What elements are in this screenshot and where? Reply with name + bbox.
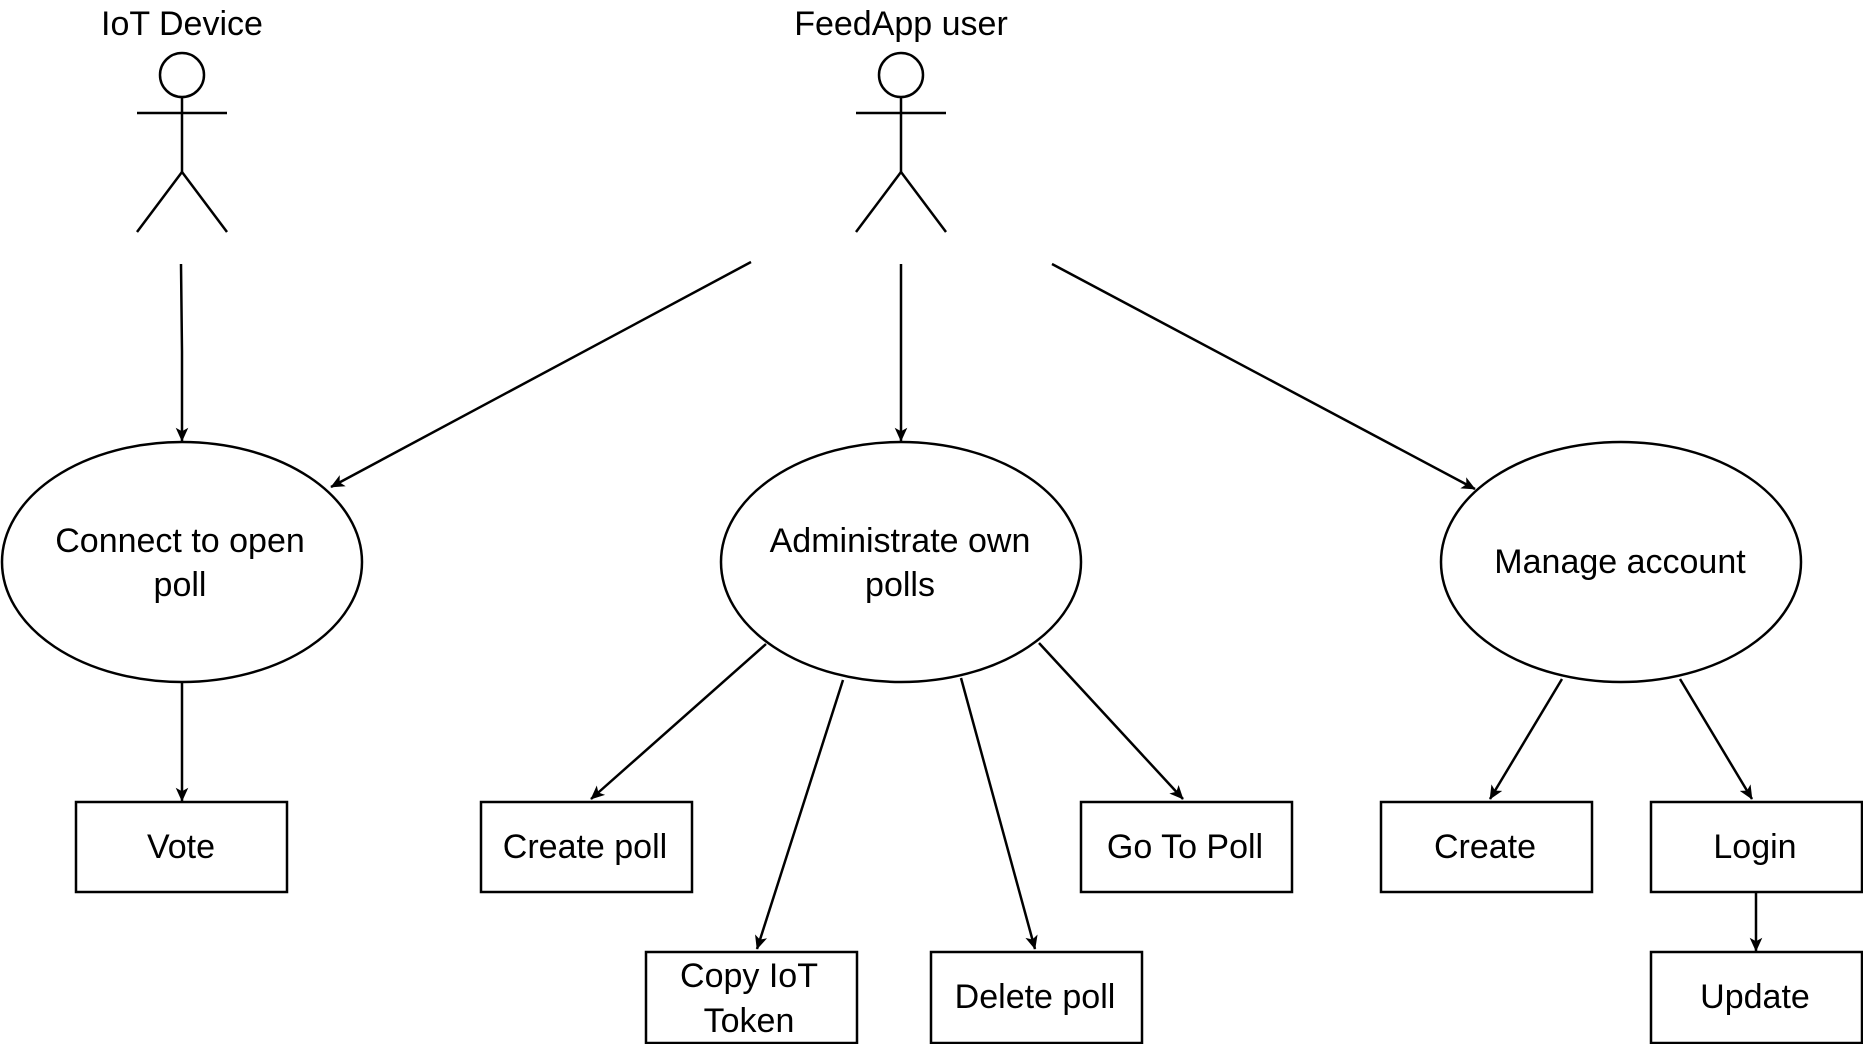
create-poll-label: Create poll — [503, 828, 667, 866]
administrate-own-polls-ellipse — [719, 440, 1083, 684]
connect-to-open-poll-ellipse — [0, 440, 364, 684]
create-poll-box — [479, 800, 694, 894]
manage-account-label: Manage account — [1494, 543, 1746, 581]
arrow-admin-to-delete-poll — [959, 677, 1038, 950]
arrow-manage-to-create — [1488, 678, 1564, 800]
arrow-admin-to-create-poll — [590, 643, 767, 800]
connect-label-line1: Connect to open — [55, 522, 305, 560]
delete-poll-box — [929, 950, 1144, 1044]
go-to-poll-label: Go To Poll — [1107, 828, 1263, 866]
arrow-admin-to-copy-token — [755, 679, 845, 950]
update-box — [1649, 950, 1863, 1044]
administrate-label-line2: polls — [865, 566, 935, 604]
create-account-label: Create — [1434, 828, 1536, 866]
iot-device-label: IoT Device — [101, 5, 263, 43]
copy-iot-token-box — [644, 950, 859, 1044]
feedapp-user-label: FeedApp user — [794, 5, 1008, 43]
copy-iot-token-label-line1: Copy IoT — [680, 957, 818, 995]
arrow-iot-to-connect — [175, 263, 189, 442]
arrow-user-to-connect — [330, 260, 752, 489]
iot-device-actor — [136, 51, 228, 233]
vote-box — [74, 800, 289, 894]
go-to-poll-box — [1079, 800, 1294, 894]
create-account-box — [1379, 800, 1594, 894]
vote-label: Vote — [147, 828, 215, 866]
arrow-manage-to-login — [1678, 678, 1754, 800]
arrow-user-to-manage — [1051, 262, 1476, 491]
copy-iot-token-label-line2: Token — [704, 1002, 795, 1040]
delete-poll-label: Delete poll — [955, 978, 1116, 1016]
manage-account-ellipse — [1439, 440, 1803, 684]
feedapp-user-actor — [855, 51, 947, 233]
arrow-admin-to-go-to-poll — [1038, 642, 1184, 800]
administrate-label-line1: Administrate own — [770, 522, 1031, 560]
update-label: Update — [1700, 978, 1810, 1016]
connect-label-line2: poll — [154, 566, 207, 604]
login-label: Login — [1713, 828, 1796, 866]
